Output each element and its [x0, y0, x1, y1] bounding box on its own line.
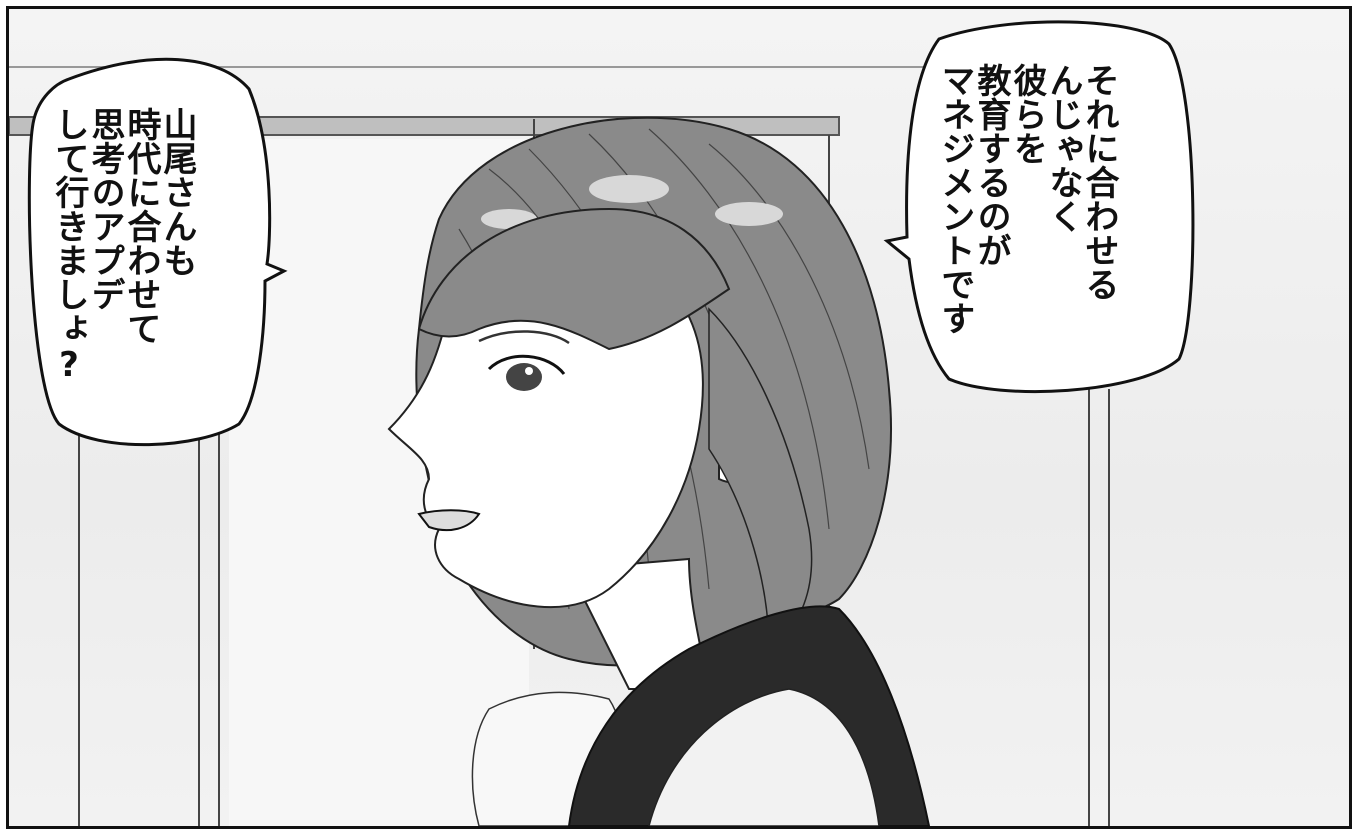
illustration: [9, 20, 1195, 826]
hair-side: [708, 307, 813, 651]
shoulder: [648, 688, 880, 826]
eyebrow: [478, 330, 570, 345]
speech-bubble-left: [27, 57, 288, 447]
eye: [487, 354, 566, 391]
hair-highlights: [481, 175, 783, 229]
bangs: [417, 207, 731, 351]
speech-line: マネジメントです: [935, 63, 975, 335]
mouth: [417, 509, 481, 532]
speech-line: んじゃなく: [1043, 63, 1083, 233]
speech-bubble-right-text: それに合わせる んじゃなく 彼らを 教育するのが マネジメントです: [935, 63, 1119, 353]
speech-line: 彼らを: [1007, 63, 1047, 165]
manga-panel: 山尾さんも 時代に合わせて 思考のアプデ して行きましょ? それに合わせる んじ…: [6, 6, 1352, 829]
speech-line: して行きましょ?: [49, 107, 89, 385]
speech-line: 教育するのが: [971, 63, 1011, 267]
speech-line: 時代に合わせて: [121, 107, 161, 345]
speech-line: それに合わせる: [1079, 63, 1119, 301]
speech-bubble-left-text: 山尾さんも 時代に合わせて 思考のアプデ して行きましょ?: [49, 107, 197, 397]
speech-line: 山尾さんも: [157, 107, 197, 277]
speech-bubble-right: [883, 20, 1195, 394]
speech-line: 思考のアプデ: [85, 107, 125, 311]
